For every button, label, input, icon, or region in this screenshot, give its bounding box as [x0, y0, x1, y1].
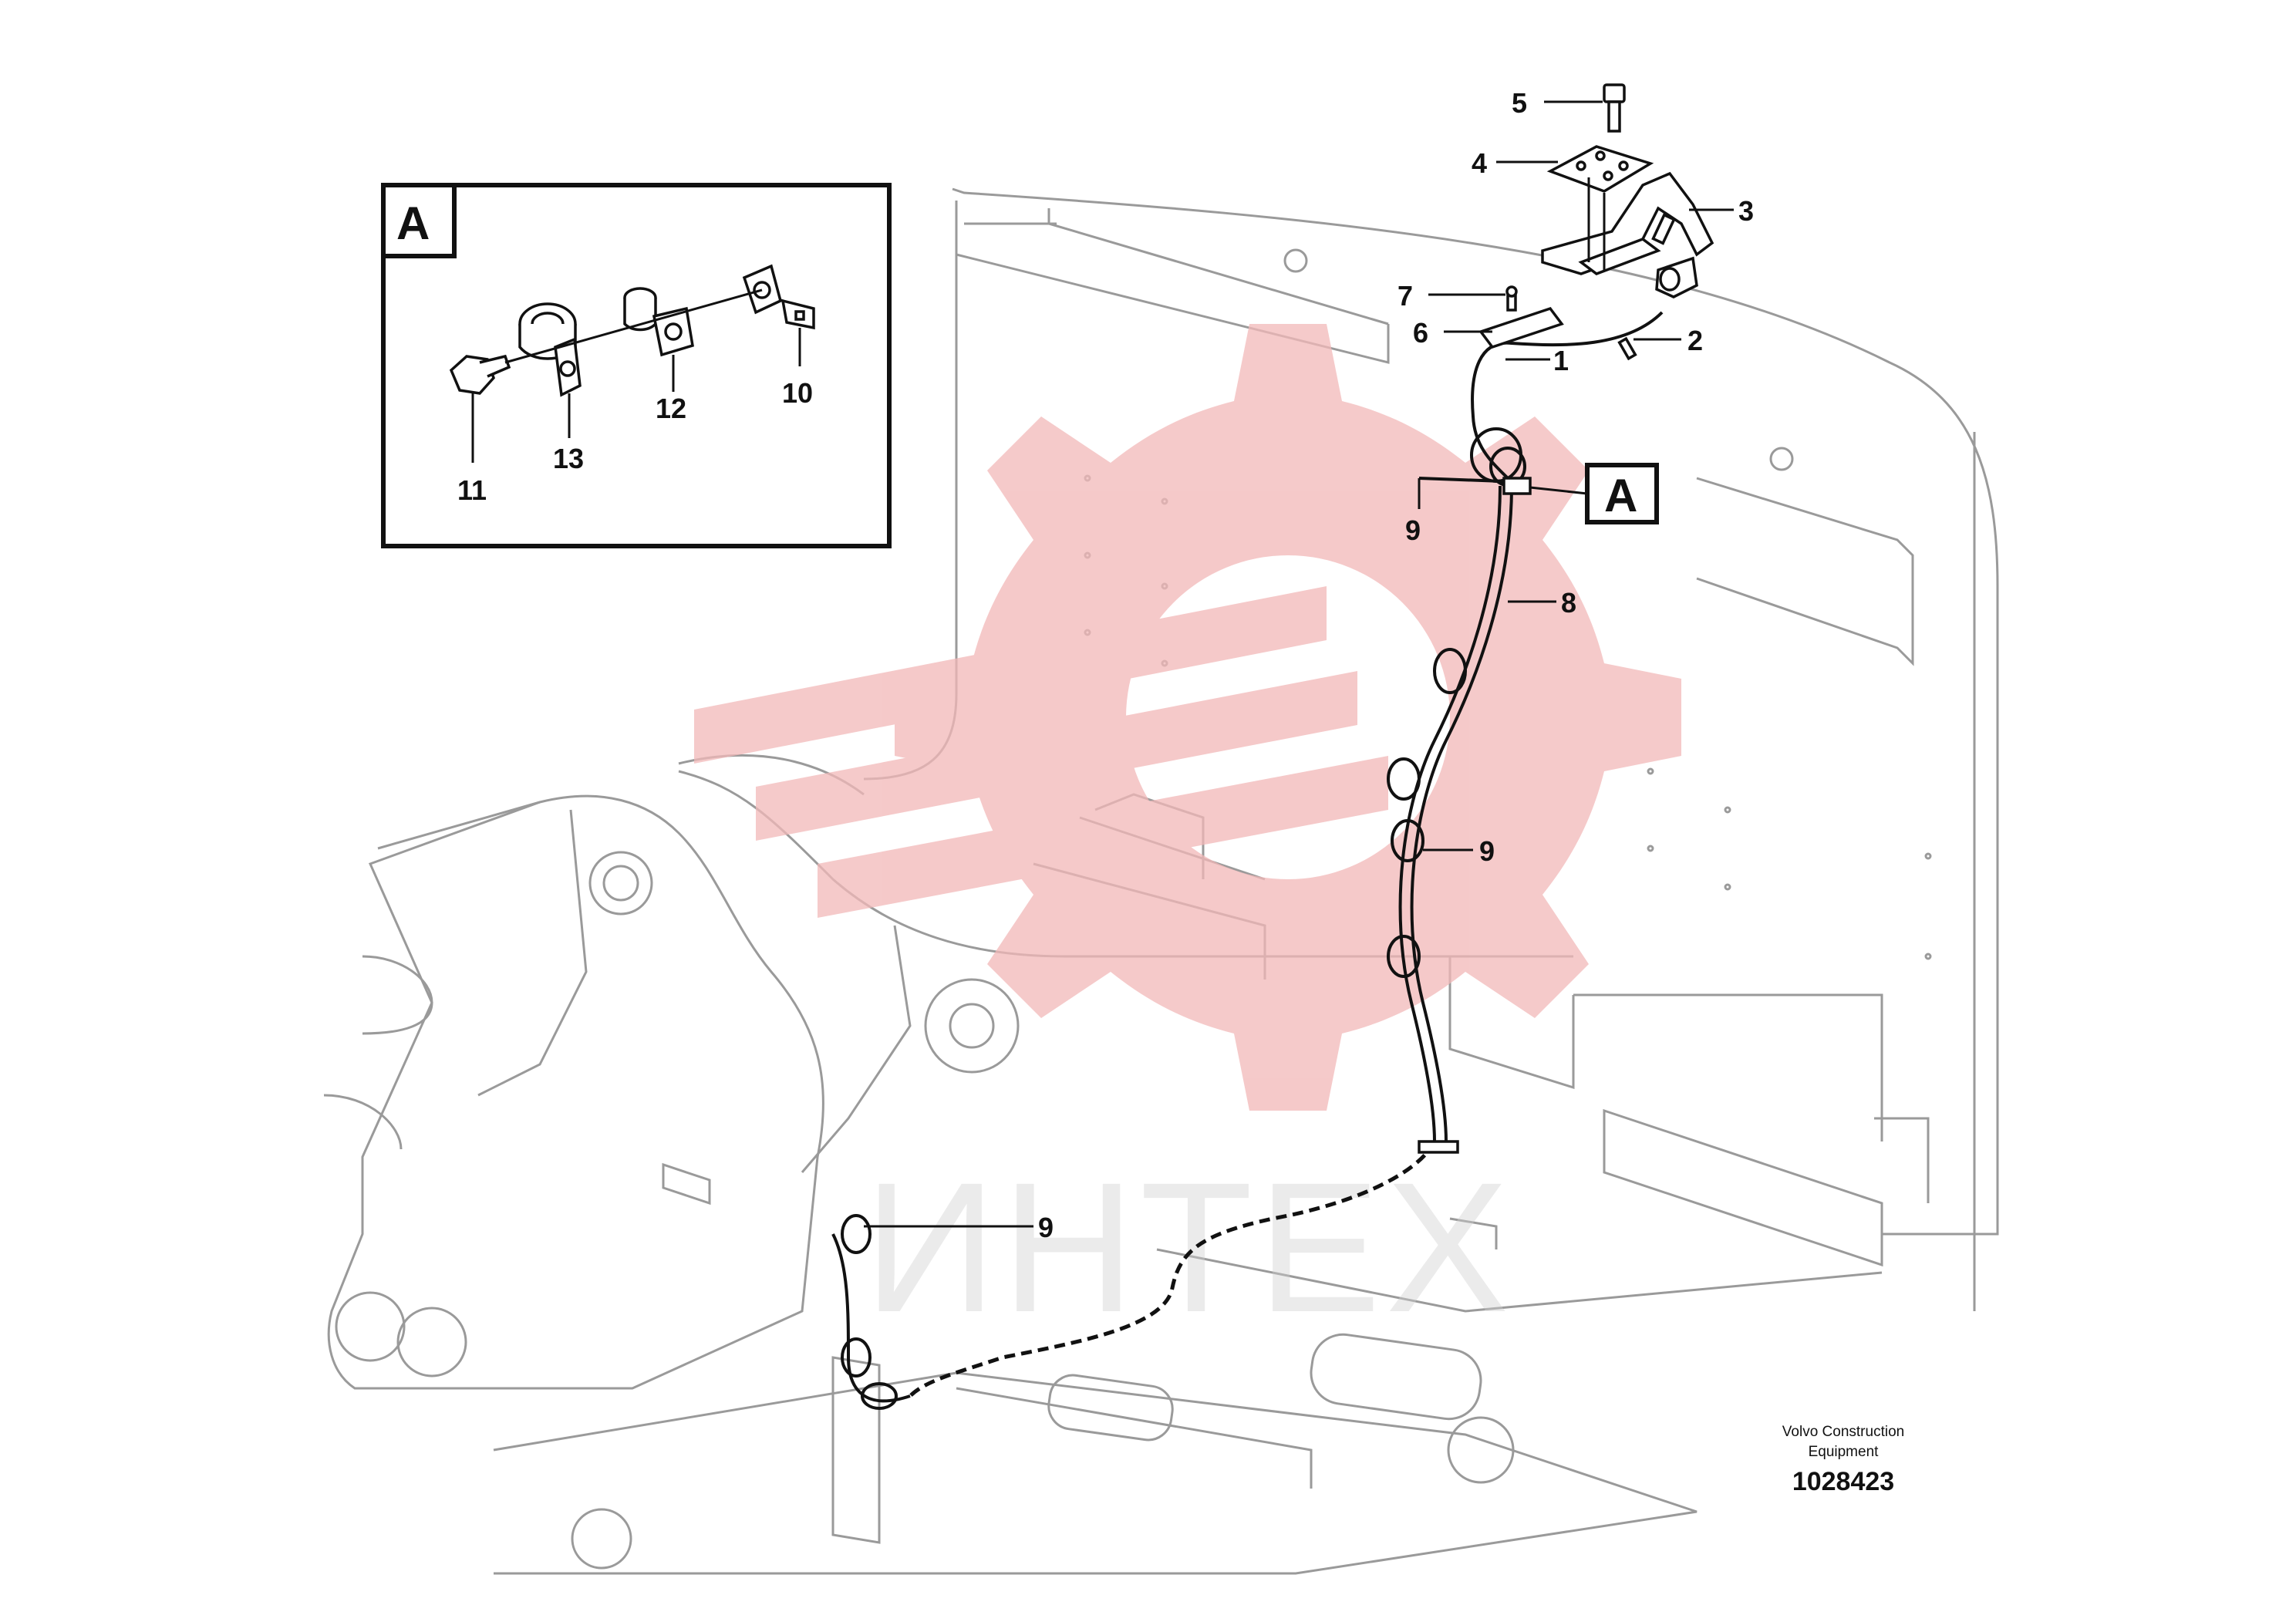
watermark: ИНТЕХ — [694, 324, 1681, 1351]
callout-10: 10 — [782, 377, 813, 409]
callout-3: 3 — [1738, 195, 1754, 227]
callout-9-bottom: 9 — [1038, 1212, 1054, 1243]
callout-8: 8 — [1561, 587, 1576, 619]
callout-12: 12 — [656, 393, 686, 424]
bracket-3 — [1541, 171, 1714, 275]
callout-6: 6 — [1413, 317, 1428, 349]
detail-view-a: A — [381, 183, 892, 548]
cable-harness — [831, 311, 1664, 1410]
brand-line-2: Equipment — [1809, 1444, 1880, 1460]
watermark-stripes — [694, 586, 1388, 918]
callout-9-top: 9 — [1405, 514, 1421, 546]
clamp-a — [1418, 427, 1532, 495]
clip-10 — [742, 264, 815, 330]
footer: Volvo Construction Equipment 1028423 — [1782, 1424, 1904, 1496]
detail-pointer-a: A — [1529, 463, 1659, 524]
cable-ties — [841, 648, 1467, 1410]
callout-7: 7 — [1397, 280, 1413, 312]
detail-view-label: A — [396, 197, 430, 249]
bolt-11 — [449, 354, 511, 395]
callout-2: 2 — [1687, 325, 1703, 356]
clip-6 — [1478, 306, 1564, 349]
brand-line-1: Volvo Construction — [1782, 1424, 1904, 1440]
detail-pointer-label: A — [1604, 470, 1637, 521]
callout-11: 11 — [457, 474, 487, 506]
callouts: 5 4 3 7 6 2 1 9 8 9 9 — [864, 87, 1754, 1243]
callout-5: 5 — [1512, 87, 1527, 119]
watermark-text: ИНТЕХ — [864, 1144, 1514, 1351]
bushing-13 — [518, 302, 582, 397]
callout-9-middle: 9 — [1479, 835, 1495, 867]
watermark-gear-icon — [895, 324, 1681, 1111]
callout-13: 13 — [553, 443, 584, 474]
callout-1: 1 — [1553, 345, 1569, 376]
bolt-5 — [1603, 83, 1626, 133]
callout-4: 4 — [1472, 147, 1487, 179]
sensor-bracket-assembly — [1478, 83, 1714, 361]
document-number: 1028423 — [1792, 1467, 1894, 1496]
plate-4 — [1546, 145, 1654, 193]
